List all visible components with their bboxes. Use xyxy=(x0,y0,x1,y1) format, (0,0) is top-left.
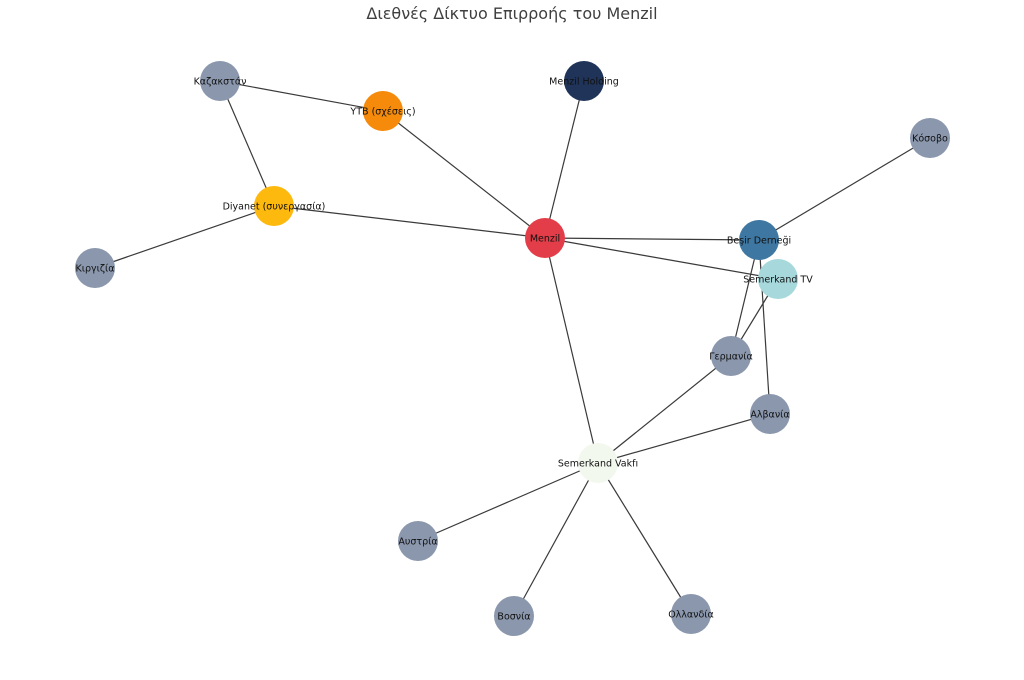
node-label: Semerkand Vakfı xyxy=(558,459,638,470)
edge-semerkand_vakfi-austria xyxy=(417,462,599,542)
node-semerkand-vakfi: Semerkand Vakfı xyxy=(558,443,638,483)
page-title: Διεθνές Δίκτυο Επιρροής του Menzil xyxy=(366,4,658,23)
node-circle xyxy=(75,248,115,288)
edge-semerkand_vakfi-germany xyxy=(597,355,732,464)
node-label: Αυστρία xyxy=(398,537,437,548)
node-label: Diyanet (συνεργασία) xyxy=(223,202,326,213)
edge-semerkand_vakfi-bosnia xyxy=(513,462,599,617)
edge-menzil-menzil_holding xyxy=(544,80,585,239)
node-circle xyxy=(494,596,534,636)
edge-ytb-kazakhstan xyxy=(219,80,384,112)
edge-besir-kosovo xyxy=(758,137,931,241)
node-kosovo: Κόσοβο xyxy=(910,118,950,158)
node-label: Ολλανδία xyxy=(668,610,714,621)
edge-semerkand_vakfi-netherlands xyxy=(597,462,692,615)
node-circle xyxy=(711,336,751,376)
node-ytb: YTB (σχέσεις) xyxy=(349,91,416,131)
node-germany: Γερμανία xyxy=(709,336,753,376)
node-circle xyxy=(758,259,798,299)
node-label: Κιργιζία xyxy=(76,264,115,275)
edge-diyanet-kazakhstan xyxy=(219,80,275,207)
node-besir: Beşir Derneği xyxy=(727,220,791,260)
edge-menzil-diyanet xyxy=(273,205,546,239)
node-circle xyxy=(750,394,790,434)
node-label: Semerkand TV xyxy=(743,275,813,286)
edges-layer xyxy=(94,80,931,617)
edge-semerkand_vakfi-albania xyxy=(597,413,771,464)
node-austria: Αυστρία xyxy=(398,521,438,561)
edge-menzil-semerkand_tv xyxy=(544,237,779,280)
edge-menzil-semerkand_vakfi xyxy=(544,237,599,464)
node-semerkand-tv: Semerkand TV xyxy=(743,259,813,299)
node-netherlands: Ολλανδία xyxy=(668,594,714,634)
node-diyanet: Diyanet (συνεργασία) xyxy=(223,186,326,226)
node-label: Αλβανία xyxy=(750,410,789,421)
node-kazakhstan: Καζακστάν xyxy=(194,61,247,101)
node-kyrgyzstan: Κιργιζία xyxy=(75,248,115,288)
node-label: YTB (σχέσεις) xyxy=(349,107,415,118)
node-label: Βοσνία xyxy=(497,612,530,623)
node-circle xyxy=(564,61,604,101)
edge-menzil-ytb xyxy=(382,110,546,239)
node-circle xyxy=(910,118,950,158)
node-circle xyxy=(671,594,711,634)
node-label: Menzil Holding xyxy=(549,77,619,88)
node-label: Καζακστάν xyxy=(194,77,247,88)
node-circle xyxy=(398,521,438,561)
node-menzil: Menzil xyxy=(525,218,565,258)
node-label: Menzil xyxy=(530,234,560,245)
node-bosnia: Βοσνία xyxy=(494,596,534,636)
node-circle xyxy=(363,91,403,131)
node-menzil-holding: Menzil Holding xyxy=(549,61,619,101)
node-circle xyxy=(578,443,618,483)
node-label: Γερμανία xyxy=(709,352,753,363)
node-circle xyxy=(200,61,240,101)
node-circle xyxy=(254,186,294,226)
node-albania: Αλβανία xyxy=(750,394,790,434)
node-label: Κόσοβο xyxy=(912,134,948,145)
node-label: Beşir Derneği xyxy=(727,236,791,247)
node-circle xyxy=(739,220,779,260)
node-circle xyxy=(525,218,565,258)
edge-menzil-besir xyxy=(544,237,760,241)
edge-diyanet-kyrgyzstan xyxy=(94,205,275,269)
